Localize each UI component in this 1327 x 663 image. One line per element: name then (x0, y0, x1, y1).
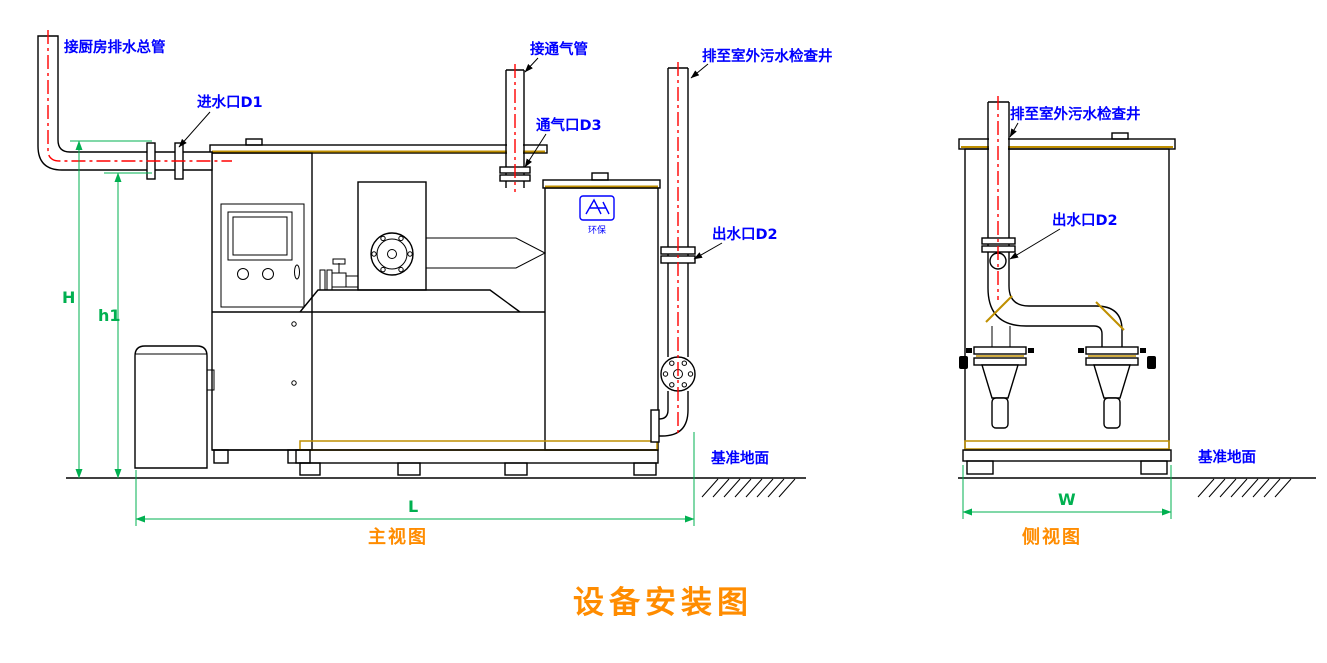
label-outlet-d2-front: 出水口D2 (712, 225, 778, 243)
inlet-centerline (47, 30, 232, 162)
ground-hatch (1197, 478, 1292, 498)
brand-logo: 环保 (579, 195, 615, 236)
ground-side (958, 477, 1316, 498)
inlet-pipe (37, 30, 232, 180)
elbow-weld (1095, 301, 1125, 331)
dimensions-front: H h1 L (62, 140, 695, 526)
label-discharge-well-front: 排至室外污水检查井 (702, 47, 833, 65)
label-datum-ground-side: 基准地面 (1197, 448, 1256, 466)
leaders-front (178, 57, 723, 260)
label-outlet-d2-side: 出水口D2 (1052, 211, 1118, 229)
label-kitchen-drain: 接厨房排水总管 (64, 38, 166, 56)
pump-box (134, 345, 215, 469)
valve-handle (1147, 356, 1156, 369)
caption-side-view: 侧视图 (1022, 526, 1082, 548)
side-outlet-pipe (981, 96, 1125, 347)
vent-pipe (499, 64, 531, 192)
ground-hatch (701, 478, 796, 498)
drain-nozzle-left (959, 346, 1034, 429)
valve (319, 258, 359, 291)
control-panel (220, 203, 305, 386)
panel-button (262, 268, 274, 280)
blower-unit (357, 181, 427, 291)
drawing-title: 设备安装图 (573, 585, 753, 621)
dimensions-side: W (962, 465, 1172, 519)
base-skid (213, 440, 659, 476)
valve-handle (959, 356, 968, 369)
elbow-weld (985, 295, 1013, 323)
panel-button (237, 268, 249, 280)
side-view: W 排至室外污水检查井 出水口D2 基准地面 侧视图 (958, 96, 1316, 548)
caption-front-view: 主视图 (368, 526, 428, 548)
side-base (962, 440, 1172, 475)
label-vent-connection: 接通气管 (530, 40, 588, 58)
dim-W: W (1058, 490, 1076, 509)
leaders-side (1009, 122, 1061, 260)
tank-body (209, 138, 661, 451)
label-discharge-well-side: 排至室外污水检查井 (1010, 105, 1141, 123)
ground-front (66, 477, 806, 498)
front-view: 环保 (37, 30, 833, 548)
dim-L: L (408, 497, 418, 516)
label-vent-port-d3: 通气口D3 (536, 116, 602, 134)
label-inlet-d1: 进水口D1 (197, 93, 263, 111)
outlet-pipe (650, 62, 696, 443)
dim-h1: h1 (98, 306, 121, 325)
dim-H: H (62, 288, 75, 307)
logo-text: 环保 (588, 224, 606, 236)
drain-nozzle-right (1078, 346, 1156, 429)
label-datum-ground-front: 基准地面 (710, 449, 769, 467)
